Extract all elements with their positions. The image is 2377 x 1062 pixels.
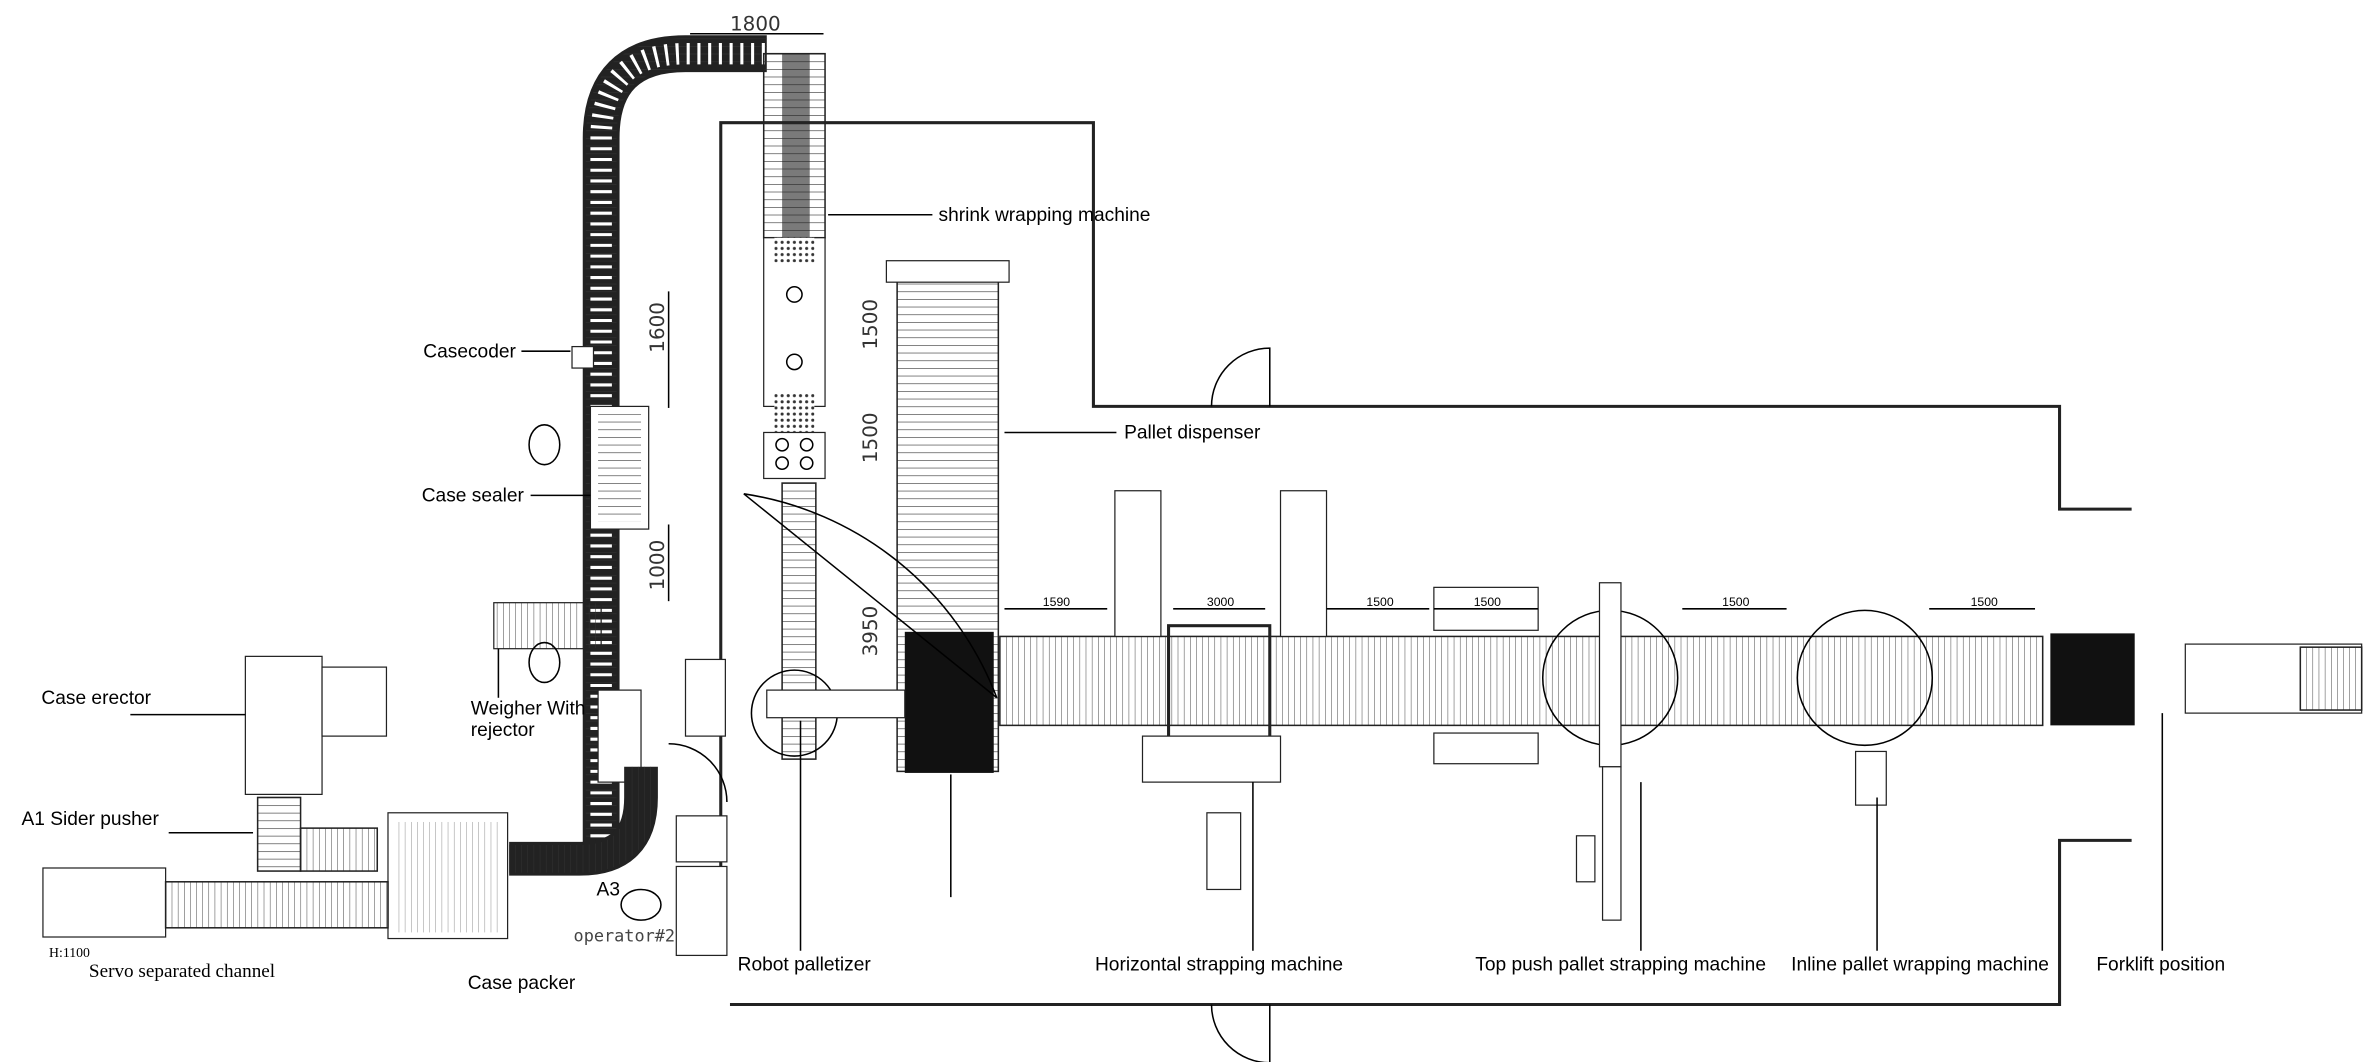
operator-icon (528, 424, 561, 466)
casecoder-machine (571, 345, 595, 369)
dimension-lines (667, 32, 2036, 610)
label-weigher-line1: Weigher With (471, 699, 586, 720)
pallet-line (999, 490, 2363, 921)
label-horizontal-strapping: Horizontal strapping machine (1095, 955, 1343, 976)
case-conveyor (493, 35, 767, 876)
control-panel (684, 658, 726, 737)
dimension-1500: 1500 (1722, 595, 1749, 609)
label-shrink-wrapping-machine: shrink wrapping machine (939, 205, 1151, 226)
forklift-conveyor (2050, 633, 2135, 726)
fence-door-left (668, 743, 728, 803)
fence-door-top (1210, 347, 1271, 407)
label-case-erector: Case erector (41, 688, 151, 709)
label-a1-sider-pusher: A1 Sider pusher (21, 809, 159, 830)
label-casecoder: Casecoder (423, 341, 516, 362)
operator-figures (528, 424, 728, 957)
case-erector-machine (244, 655, 388, 872)
label-a3: A3 (597, 880, 620, 901)
dimension-1500-b: 1500 (859, 412, 882, 463)
dimension-3000: 3000 (1207, 595, 1234, 609)
dimension-1000: 1000 (646, 540, 669, 591)
operator-icon (528, 641, 561, 684)
dimension-1500-a: 1500 (859, 299, 882, 350)
dimension-1600: 1600 (646, 302, 669, 353)
label-forklift-position: Forklift position (2096, 955, 2225, 976)
label-case-sealer: Case sealer (422, 485, 525, 506)
inline-wrapping-circle (1796, 609, 1934, 747)
dimension-1500: 1500 (1971, 595, 1998, 609)
label-pallet-dispenser: Pallet dispenser (1124, 423, 1261, 444)
leader-lines (130, 213, 2164, 951)
dimension-1590: 1590 (1043, 595, 1070, 609)
servo-channel-machine (42, 867, 389, 938)
fence-door-bottom (1210, 1004, 1271, 1062)
operator-icon (620, 888, 662, 921)
shrink-wrapping-machine (762, 52, 826, 760)
label-top-push-strapping: Top push pallet strapping machine (1475, 955, 1766, 976)
dimension-1500: 1500 (1366, 595, 1393, 609)
pallet-dispenser (885, 260, 1010, 773)
case-packer-machine (387, 812, 509, 940)
safety-fence (668, 121, 2132, 1062)
dimension-1800: 1800 (730, 13, 781, 36)
dimension-1500: 1500 (1474, 595, 1501, 609)
dimension-3950: 3950 (859, 606, 882, 657)
label-servo-channel: Servo separated channel (89, 961, 275, 982)
robot-palletizer (684, 493, 998, 757)
label-robot-palletizer: Robot palletizer (738, 955, 872, 976)
label-inline-wrapping: Inline pallet wrapping machine (1791, 955, 2049, 976)
label-weigher-line2: rejector (471, 720, 535, 741)
label-height: H:1100 (49, 945, 90, 960)
label-operator2: operator#2 (574, 926, 676, 946)
label-case-packer: Case packer (468, 973, 576, 994)
weigher-machine (493, 602, 602, 650)
